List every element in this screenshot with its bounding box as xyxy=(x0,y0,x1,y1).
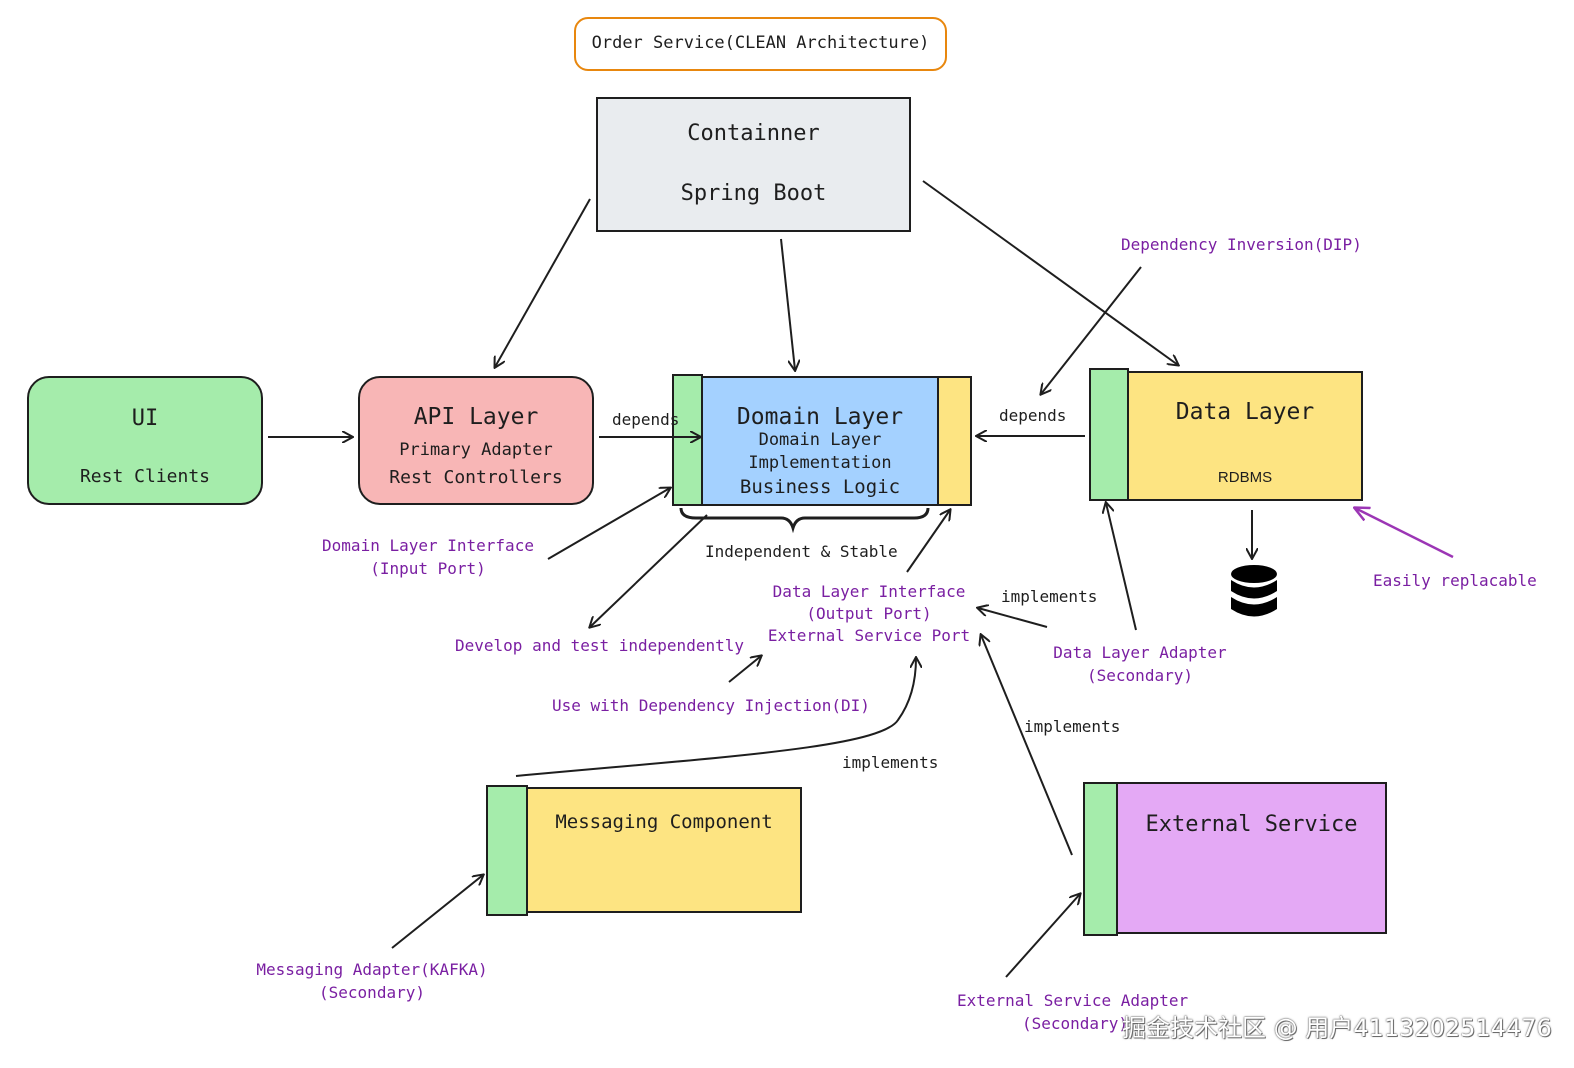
api-rest-controllers-label: Rest Controllers xyxy=(389,467,563,488)
data-layer-title: Data Layer xyxy=(1175,399,1315,425)
label-messaging-adapter: Messaging Adapter(KAFKA) (Secondary) xyxy=(250,958,494,1004)
database-icon xyxy=(1231,565,1277,617)
label-implements-data: implements xyxy=(1001,587,1098,606)
external-service-title: External Service xyxy=(1145,812,1358,837)
domain-layer-box: Domain Layer Domain Layer Implementation… xyxy=(701,376,939,506)
ui-title: UI xyxy=(131,406,159,431)
container-box: Containner Spring Boot xyxy=(596,97,911,232)
arrow-container-to-domain xyxy=(780,238,795,370)
api-layer-box: API Layer Primary Adapter Rest Controlle… xyxy=(358,376,594,505)
domain-input-port-bar xyxy=(672,374,703,506)
label-independent-stable: Independent & Stable xyxy=(705,542,898,561)
label-implements-external: implements xyxy=(1024,717,1121,736)
arrow-easily-replacable xyxy=(1355,508,1454,559)
domain-layer-sub-label: Domain Layer xyxy=(758,430,882,450)
watermark: 掘金技术社区 @ 用户4113202514476 xyxy=(1122,1014,1552,1042)
domain-output-port-bar xyxy=(937,376,972,506)
data-layer-box: Data Layer RDBMS xyxy=(1127,371,1363,501)
label-external-adapter-line2: (Secondary) xyxy=(1022,1014,1128,1033)
label-implements-messaging: implements xyxy=(842,753,939,772)
label-msg-adapter-line2: (Secondary) xyxy=(319,983,425,1002)
label-dependency-injection: Use with Dependency Injection(DI) xyxy=(552,696,870,715)
label-data-adapter-line2: (Secondary) xyxy=(1087,666,1193,685)
label-data-adapter-line1: Data Layer Adapter xyxy=(1053,643,1227,662)
arrow-container-to-data xyxy=(922,180,1178,365)
label-msg-adapter-line1: Messaging Adapter(KAFKA) xyxy=(256,960,488,979)
label-output-port: Data Layer Interface (Output Port) Exter… xyxy=(763,581,975,647)
arrow-ext-adapter-pointer xyxy=(1005,894,1080,978)
external-service-box: External Service xyxy=(1116,782,1387,934)
messaging-adapter-bar xyxy=(486,785,528,916)
ui-subtitle: Rest Clients xyxy=(79,466,211,487)
arrow-data-adapter-implements xyxy=(978,608,1048,628)
container-label: Containner xyxy=(687,121,820,146)
ui-box: UI Rest Clients xyxy=(27,376,263,505)
arrow-msg-adapter-pointer xyxy=(391,875,483,949)
arrow-container-to-api xyxy=(495,198,591,367)
arrow-develop-independently xyxy=(590,514,708,627)
arrow-di-pointer xyxy=(728,656,761,683)
label-input-port-line2: (Input Port) xyxy=(370,559,486,578)
label-depends-left: depends xyxy=(612,410,680,429)
domain-business-logic-label: Business Logic xyxy=(739,476,901,498)
label-output-port-line2: (Output Port) xyxy=(806,604,932,623)
domain-implementation-label: Implementation xyxy=(748,453,892,473)
data-layer-adapter-bar xyxy=(1089,368,1129,501)
diagram-title-box: Order Service(CLEAN Architecture) xyxy=(574,17,947,71)
label-develop-independently: Develop and test independently xyxy=(455,636,744,655)
label-output-port-line1: Data Layer Interface xyxy=(772,582,966,601)
label-depends-right: depends xyxy=(999,406,1067,425)
label-data-layer-adapter: Data Layer Adapter (Secondary) xyxy=(1040,641,1240,687)
external-service-adapter-bar xyxy=(1083,782,1118,936)
label-input-port: Domain Layer Interface (Input Port) xyxy=(318,534,538,580)
label-dependency-inversion: Dependency Inversion(DIP) xyxy=(1121,235,1362,254)
api-primary-adapter-label: Primary Adapter xyxy=(399,440,553,460)
diagram-title: Order Service(CLEAN Architecture) xyxy=(591,33,930,53)
messaging-component-title: Messaging Component xyxy=(555,811,773,833)
label-external-adapter-line1: External Service Adapter xyxy=(957,991,1189,1010)
container-spring-boot-label: Spring Boot xyxy=(680,181,827,206)
label-input-port-line1: Domain Layer Interface xyxy=(322,536,534,555)
messaging-component-box: Messaging Component xyxy=(526,787,802,913)
label-easily-replacable: Easily replacable xyxy=(1373,571,1537,590)
data-layer-rdbms-label: RDBMS xyxy=(1217,469,1273,486)
arrow-output-port-pointer xyxy=(906,510,950,573)
label-output-port-line3: External Service Port xyxy=(767,626,971,645)
arrow-data-adapter-pointer xyxy=(1106,503,1137,631)
domain-layer-title: Domain Layer xyxy=(736,404,904,430)
brace-independent-stable xyxy=(679,507,930,534)
api-layer-title: API Layer xyxy=(413,404,539,430)
